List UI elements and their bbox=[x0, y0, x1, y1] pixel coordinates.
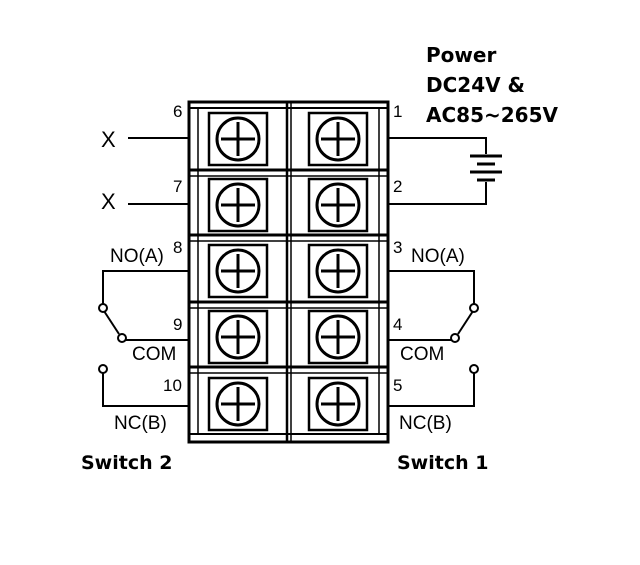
switch-1-contacts bbox=[450, 303, 479, 374]
terminal-number-4: 4 bbox=[393, 315, 402, 334]
switch-2-name: Switch 2 bbox=[81, 452, 172, 474]
switch-1-no-label: NO(A) bbox=[411, 246, 465, 267]
terminal-number-7: 7 bbox=[173, 177, 182, 196]
terminal-screw-4 bbox=[307, 309, 369, 365]
power-line-1: DC24V & bbox=[426, 73, 525, 97]
terminal-screw-1 bbox=[307, 111, 369, 167]
terminal-screw-7 bbox=[207, 177, 269, 233]
terminal-screw-3 bbox=[307, 243, 369, 299]
terminal-screw-10 bbox=[207, 376, 269, 432]
terminal-screw-9 bbox=[207, 309, 269, 365]
terminal-number-10: 10 bbox=[163, 376, 182, 395]
terminal-number-5: 5 bbox=[393, 376, 402, 395]
battery-icon bbox=[470, 154, 502, 182]
terminal-number-3: 3 bbox=[393, 238, 402, 257]
terminal-screw-5 bbox=[307, 376, 369, 432]
input-x-label-2: X bbox=[101, 189, 116, 214]
switch-1-wiring bbox=[388, 270, 475, 407]
switch-2-nc-label: NC(B) bbox=[114, 413, 167, 434]
switch-1-name: Switch 1 bbox=[397, 452, 488, 474]
switch-2-wiring bbox=[102, 270, 189, 407]
terminal-screw-2 bbox=[307, 177, 369, 233]
input-x-label-1: X bbox=[101, 127, 116, 152]
switch-1-com-label: COM bbox=[400, 344, 444, 365]
terminal-number-2: 2 bbox=[393, 177, 402, 196]
switch-1-nc-label: NC(B) bbox=[399, 413, 452, 434]
power-title: Power bbox=[426, 43, 496, 67]
terminal-number-1: 1 bbox=[393, 102, 402, 121]
switch-2-no-label: NO(A) bbox=[110, 246, 164, 267]
terminal-screw-6 bbox=[207, 111, 269, 167]
terminal-number-9: 9 bbox=[173, 315, 182, 334]
power-line-2: AC85~265V bbox=[426, 103, 558, 127]
switch-2-com-label: COM bbox=[132, 344, 176, 365]
terminal-block bbox=[187, 100, 390, 444]
terminal-number-6: 6 bbox=[173, 102, 182, 121]
power-wiring bbox=[388, 137, 487, 205]
switch-2-contacts bbox=[98, 303, 127, 374]
terminal-number-8: 8 bbox=[173, 238, 182, 257]
terminal-screw-8 bbox=[207, 243, 269, 299]
